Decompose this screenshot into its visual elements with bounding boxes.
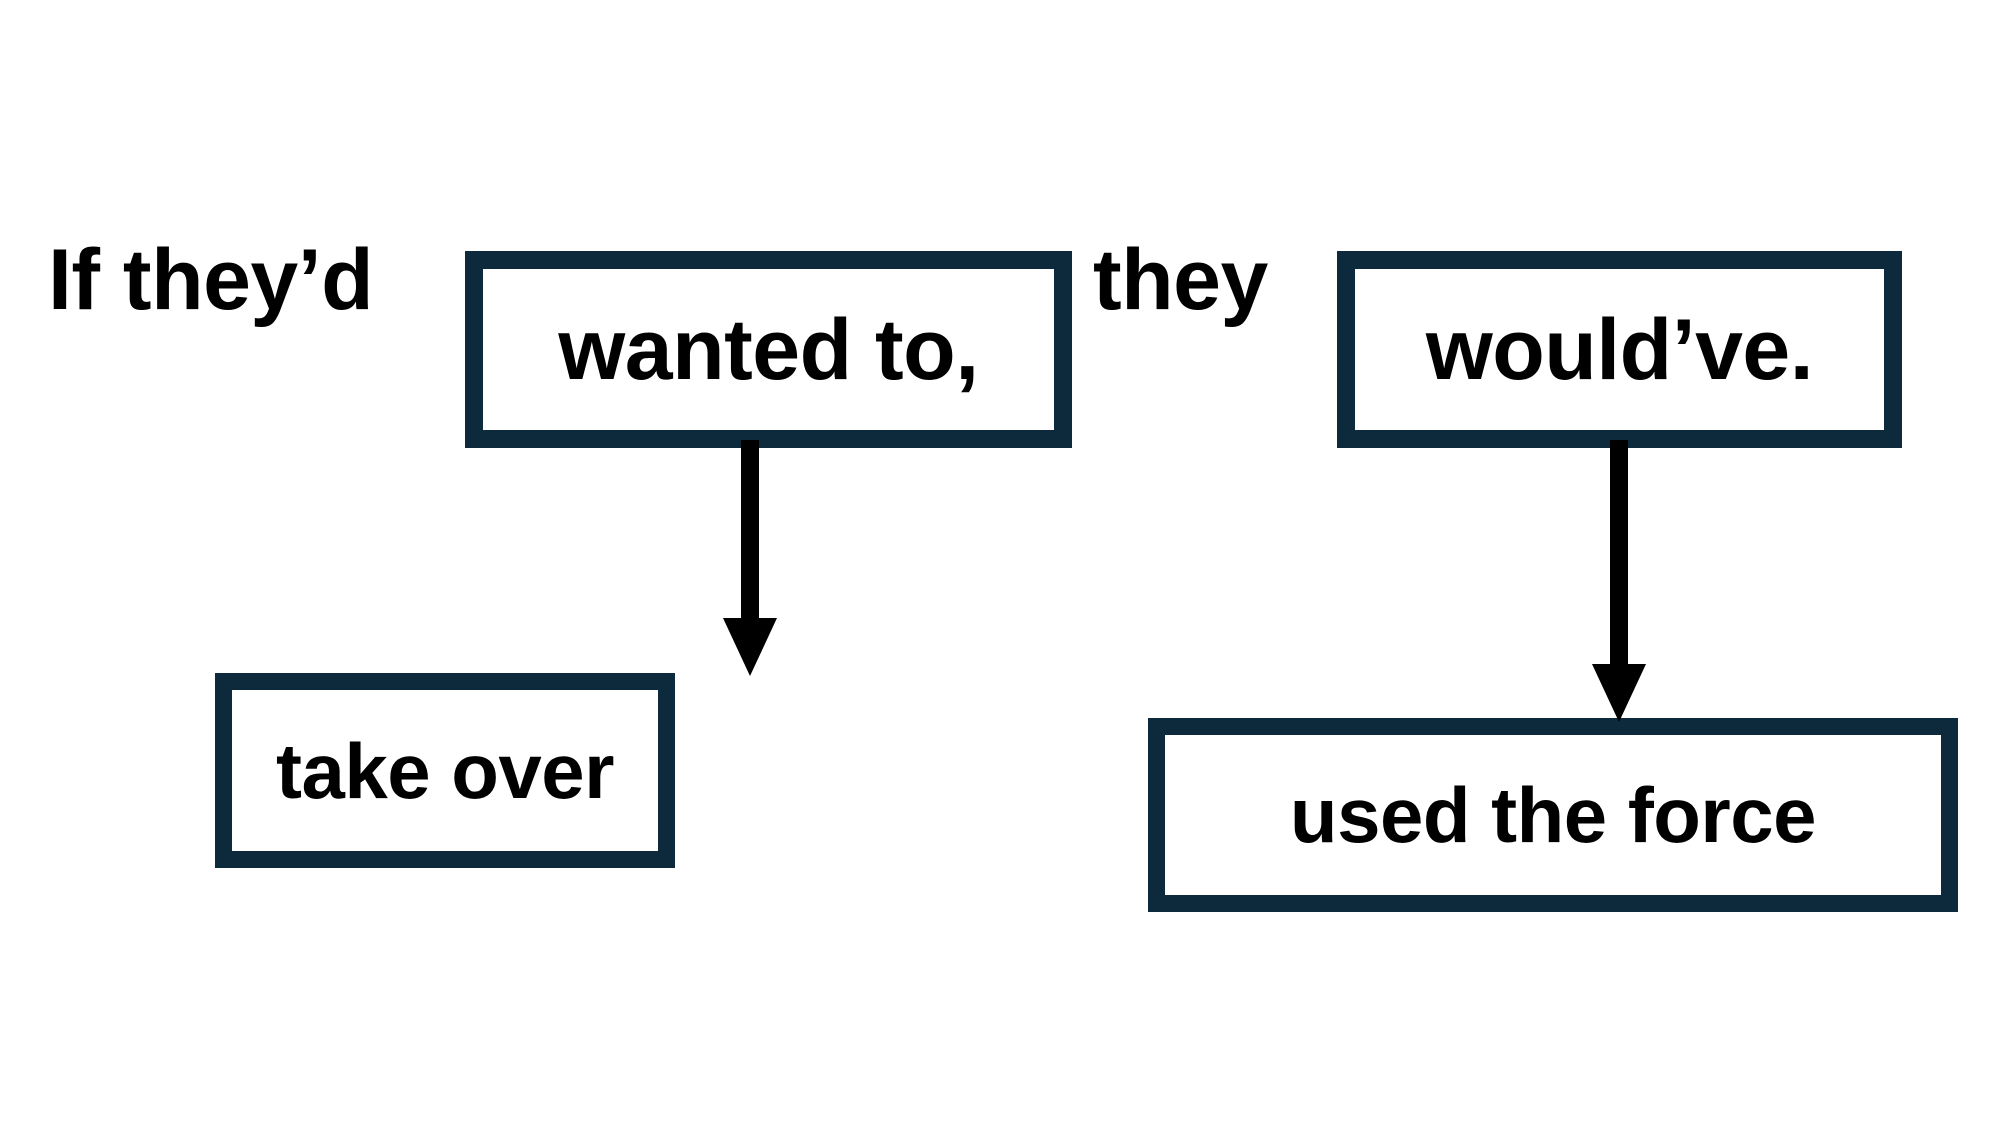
- node-wanted-to-label: wanted to,: [558, 301, 979, 398]
- node-used-the-force[interactable]: used the force: [1148, 718, 1958, 912]
- node-take-over[interactable]: take over: [215, 673, 675, 868]
- node-wanted-to[interactable]: wanted to,: [465, 251, 1072, 448]
- sentence-word-if-theyd: If they’d: [48, 232, 374, 328]
- node-wouldve[interactable]: would’ve.: [1337, 251, 1902, 448]
- sentence-word-they: they: [1093, 232, 1268, 328]
- down-arrow-icon: [1592, 440, 1646, 722]
- down-arrow-icon: [723, 440, 777, 676]
- node-take-over-label: take over: [275, 726, 615, 815]
- node-wouldve-label: would’ve.: [1425, 301, 1814, 398]
- arrow-wanted-to-to-take-over: [714, 440, 786, 680]
- node-used-the-force-label: used the force: [1289, 771, 1817, 859]
- arrow-wouldve-to-used-the-force: [1583, 440, 1655, 726]
